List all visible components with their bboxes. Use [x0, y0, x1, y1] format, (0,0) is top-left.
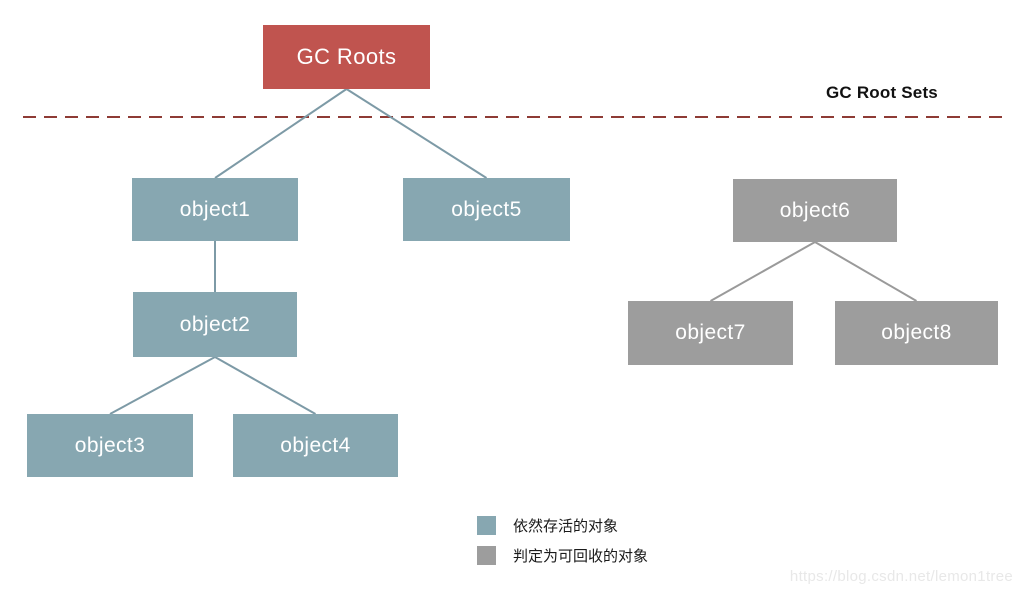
- legend-label-recyclable: 判定为可回收的对象: [513, 548, 649, 565]
- edge-object2-object3: [109, 356, 216, 415]
- node-object3: object3: [27, 414, 193, 477]
- node-object4: object4: [233, 414, 398, 477]
- legend-item-alive: 依然存活的对象: [477, 516, 648, 535]
- node-object2: object2: [133, 292, 297, 357]
- legend: 依然存活的对象 判定为可回收的对象: [477, 516, 648, 576]
- recyclable-color-swatch: [477, 546, 496, 565]
- node-object6: object6: [733, 179, 897, 242]
- node-object7: object7: [628, 301, 793, 365]
- alive-color-swatch: [477, 516, 496, 535]
- node-object1: object1: [132, 178, 298, 241]
- edge-gc_roots-object1: [214, 88, 348, 179]
- edge-gc_roots-object5: [345, 88, 488, 179]
- watermark: https://blog.csdn.net/lemon1tree: [789, 568, 1013, 585]
- edge-object2-object4: [214, 356, 316, 415]
- node-object5: object5: [403, 178, 570, 241]
- node-gc_roots: GC Roots: [263, 25, 430, 89]
- edge-object6-object7: [710, 241, 816, 302]
- gc-root-sets-label: GC Root Sets: [826, 83, 938, 102]
- legend-item-recyclable: 判定为可回收的对象: [477, 546, 648, 565]
- legend-label-alive: 依然存活的对象: [513, 518, 619, 535]
- node-object8: object8: [835, 301, 998, 365]
- edge-object6-object8: [814, 241, 918, 302]
